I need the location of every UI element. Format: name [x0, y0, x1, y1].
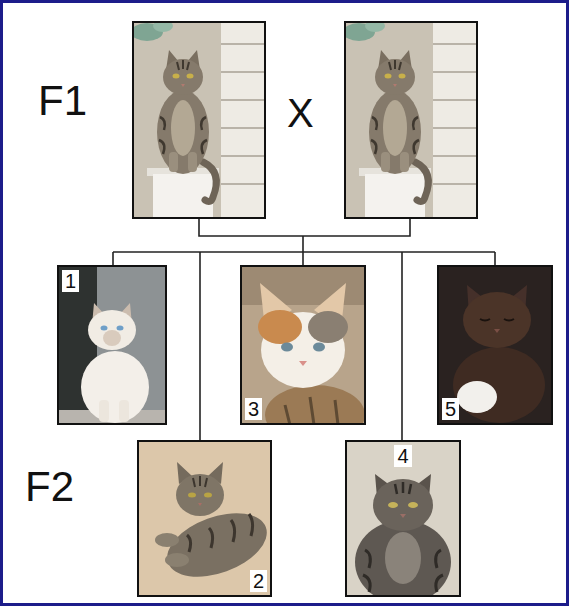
kitten-photo — [395, 482, 411, 494]
callout-number: 5 — [442, 398, 459, 420]
kitten-photo — [81, 351, 149, 423]
kitten-photo — [355, 520, 451, 597]
kitten-photo — [457, 381, 497, 413]
kitten-photo — [99, 400, 109, 422]
kitten-photo — [299, 361, 307, 366]
kitten-photo — [463, 292, 531, 348]
parent-photos — [131, 20, 265, 218]
pedigree-lines — [113, 251, 495, 253]
callout-number: 1 — [62, 270, 79, 292]
cross-symbol: X — [287, 93, 314, 133]
kitten-photo — [88, 310, 136, 350]
callout-number: 2 — [250, 570, 267, 592]
pedigree-lines — [494, 252, 496, 265]
pedigree-lines — [112, 252, 114, 265]
kitten-photo — [265, 385, 365, 425]
kitten-photo — [176, 474, 224, 516]
kitten-photo — [281, 343, 293, 352]
kitten-photo — [137, 440, 272, 597]
callout-number: 3 — [245, 398, 262, 420]
parent-photos — [131, 20, 477, 218]
kitten-frame: 2 — [137, 440, 272, 597]
kitten-frame: 3 — [240, 265, 366, 425]
parent-photos — [345, 22, 477, 218]
kitten-photo — [101, 326, 108, 331]
kitten-frame: 4 — [345, 440, 461, 597]
pedigree-lines — [302, 236, 304, 252]
kitten-photo — [117, 326, 124, 331]
kitten-photo — [258, 310, 302, 344]
kitten-photo — [285, 397, 338, 425]
kitten-photo — [437, 265, 553, 425]
parent-photos — [133, 22, 265, 218]
kitten-photo — [119, 400, 129, 422]
kitten-frame: 5 — [437, 265, 553, 425]
kitten-photo — [408, 502, 418, 508]
pedigree-lines — [199, 252, 201, 440]
kitten-photo — [308, 311, 348, 343]
kitten-photo — [494, 329, 500, 333]
kitten-photo — [385, 532, 421, 584]
kitten-photo — [453, 347, 545, 423]
pedigree-lines — [401, 252, 403, 440]
generation-label: F1 — [38, 80, 87, 122]
generation-label: F2 — [25, 466, 74, 508]
kitten-photo — [187, 514, 253, 552]
callout-number: 4 — [394, 445, 411, 467]
kitten-photo — [437, 265, 553, 425]
pedigree-lines — [302, 252, 304, 265]
parent-photos — [343, 20, 477, 218]
kitten-photo — [240, 265, 366, 305]
kitten-photo — [198, 503, 202, 506]
kitten-photo — [57, 265, 167, 425]
kitten-photo — [103, 330, 121, 346]
kitten-photo — [345, 440, 461, 597]
kitten-photo — [313, 343, 325, 352]
kitten-photo — [363, 550, 443, 592]
kitten-photo — [388, 502, 398, 508]
kitten-photo — [57, 265, 167, 425]
kitten-photo — [240, 265, 366, 425]
kitten-photo — [165, 553, 189, 567]
kitten-photo — [400, 514, 406, 518]
kitten-photo — [480, 319, 514, 321]
kitten-photo — [204, 493, 212, 498]
kitten-photo — [188, 493, 196, 498]
kitten-photo — [193, 476, 207, 487]
pedigree-lines — [199, 218, 410, 236]
kitten-photo — [155, 533, 179, 547]
kitten-photo — [373, 479, 433, 531]
kitten-frame: 1 — [57, 265, 167, 425]
